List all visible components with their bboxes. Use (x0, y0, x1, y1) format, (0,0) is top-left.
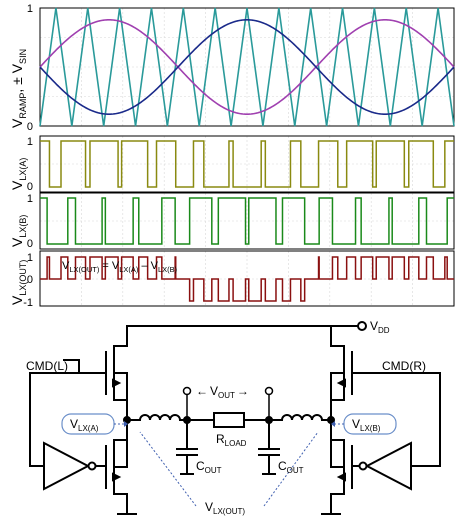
ramp-series-line (39, 7, 455, 127)
vout-terminal-leads (186, 393, 270, 421)
vlxb-callout-arrowhead (331, 421, 335, 427)
rload-resistor (213, 412, 245, 428)
left-output-capacitor (176, 419, 198, 475)
left-high-side-mosfet (78, 345, 128, 401)
vout-label: ←VOUT→ (196, 384, 249, 400)
positive-sine-series-line (39, 18, 455, 116)
panel-ramp-sine: 1 0 VRAMP, ± VSIN (9, 3, 455, 133)
h-bridge-circuit (29, 321, 441, 515)
callouts (61, 413, 397, 507)
left-gate-wire (63, 359, 80, 374)
panel-vlxb: 1 0 VLX(B) (9, 192, 455, 250)
vlxa-callout-arrowhead (124, 421, 128, 427)
cmd-left-label: CMD(L) (26, 359, 68, 373)
panel2-frame (39, 135, 455, 193)
panel4-grid (40, 251, 454, 306)
right-driver-input-wire (379, 372, 441, 467)
vout-left-terminal (182, 386, 192, 396)
panel4-tick-0: 0 (27, 274, 33, 286)
vlxb-series-line (40, 197, 454, 245)
panel2-tick-1: 1 (27, 136, 33, 148)
vdd-terminal (357, 321, 367, 331)
panel1-y-axis-label: VRAMP, ± VSIN (9, 49, 28, 128)
right-high-side-mosfet (330, 345, 381, 401)
vlxout-label: VLX(OUT) (205, 500, 245, 516)
left-inductor (138, 414, 182, 422)
rload-label: RLOAD (216, 432, 247, 448)
panel3-tick-1: 1 (27, 193, 33, 205)
right-driver-bubble (358, 461, 368, 471)
left-low-side-mosfet (105, 419, 128, 515)
cmd-right-label: CMD(R) (382, 359, 426, 373)
cout-right-label: COUT (278, 459, 304, 475)
right-inductor (280, 414, 324, 422)
negative-sine-series-line (39, 18, 455, 116)
panel2-tick-0: 0 (27, 181, 33, 193)
panel4-tick-1: 1 (27, 252, 33, 264)
vlxout-series-line (40, 256, 454, 302)
left-driver-bubble (87, 461, 97, 471)
circuit-labels: VDD CMD(L) CMD(R) ←VOUT→ RLOAD COUT COUT… (26, 319, 426, 516)
panel-vlxa: 1 0 VLX(A) (9, 135, 455, 193)
panel-vlxout: 1 0 -1 VLX(OUT) VLX(OUT) = VLX(A) – VLX(… (9, 250, 455, 309)
vlxout-callout-right-line (263, 431, 319, 507)
panel3-grid (40, 193, 454, 249)
vdd-rail (126, 325, 359, 347)
left-driver-buffer (43, 441, 91, 491)
panel1-tick-0: 0 (27, 121, 33, 133)
panel4-tick-minus1: -1 (23, 297, 33, 309)
cout-left-label: COUT (196, 459, 222, 475)
panel1-tick-1: 1 (27, 3, 33, 15)
vlxout-equation-annotation: VLX(OUT) = VLX(A) – VLX(B) (62, 260, 178, 274)
left-driver-input-wire (29, 372, 80, 467)
right-output-capacitor (258, 419, 280, 475)
right-low-side-mosfet (330, 419, 353, 515)
vlxout-callout-left-line (139, 431, 197, 507)
panel3-y-axis-label: VLX(B) (9, 215, 28, 247)
vlxa-label: VLX(A) (70, 417, 99, 433)
vlxb-label: VLX(B) (352, 417, 381, 433)
panel1-grid (40, 8, 454, 126)
vdd-label: VDD (370, 319, 390, 335)
panel3-frame (39, 192, 455, 250)
panel2-y-axis-label: VLX(A) (9, 158, 28, 190)
panel4-y-axis-label: VLX(OUT) (9, 260, 28, 305)
vlxa-series-line (40, 140, 454, 188)
right-driver-buffer (364, 441, 412, 491)
vout-right-terminal (264, 386, 274, 396)
panel2-grid (40, 136, 454, 192)
panel3-tick-0: 0 (27, 238, 33, 250)
